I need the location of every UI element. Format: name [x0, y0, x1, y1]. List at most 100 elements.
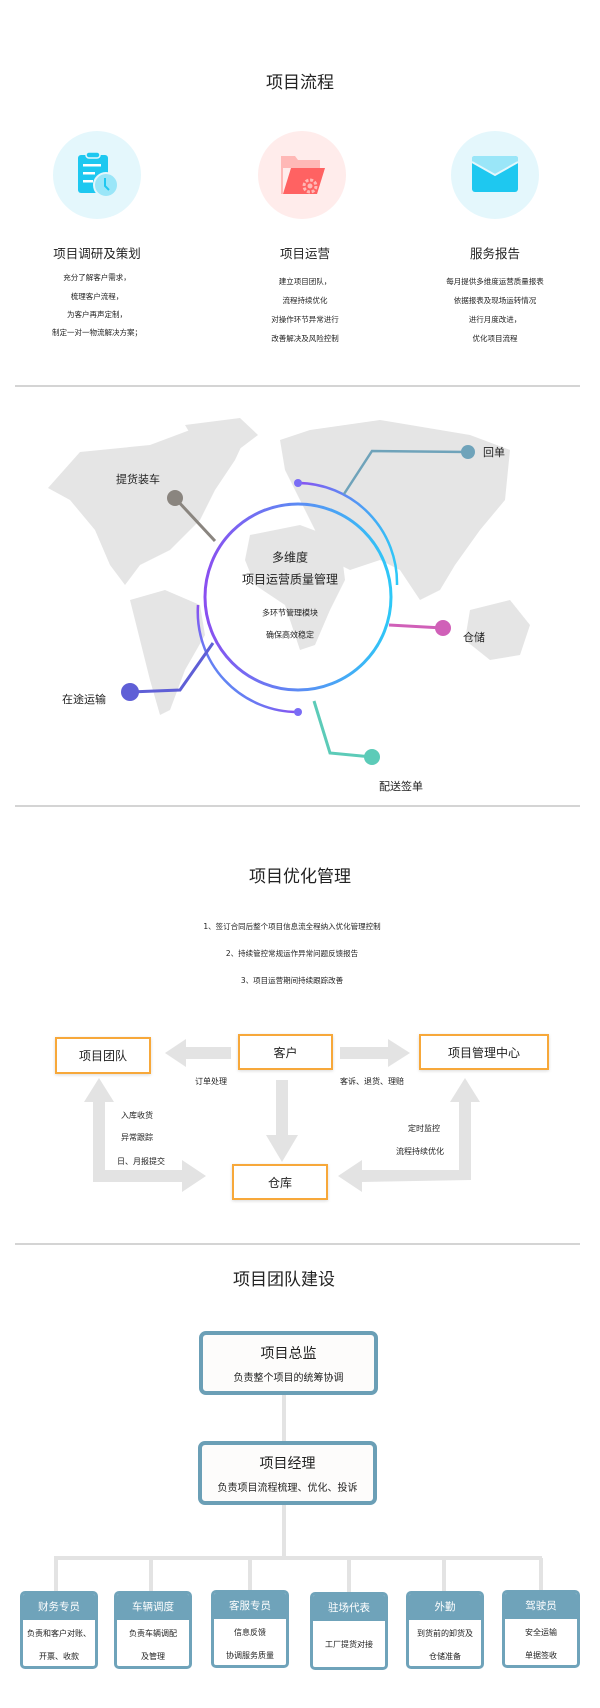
role-title: 客服专员 [214, 1593, 286, 1619]
team-title: 项目团队建设 [233, 1270, 335, 1290]
arc-end-dot [294, 708, 302, 716]
role-card: 驻场代表工厂提货对接 [310, 1592, 388, 1670]
arrow-left-icon [165, 1039, 231, 1067]
arrow-down-icon [266, 1080, 298, 1162]
optimization-item: 2、持续管控常规运作异常问题反馈报告 [225, 949, 359, 958]
role-card: 财务专员负责和客户对账、开票、收款 [20, 1591, 98, 1669]
process-line: 进行月度改进， [468, 315, 522, 324]
manager-desc: 负责项目流程梳理、优化、投诉 [217, 1483, 358, 1494]
role-title: 驻场代表 [313, 1595, 385, 1621]
center-sub: 多环节管理模块 [262, 608, 318, 618]
role-card: 驾驶员安全运输单据签收 [502, 1590, 580, 1668]
optimization-title: 项目优化管理 [249, 867, 351, 887]
node-dot-storage [435, 620, 451, 636]
process-line: 建立项目团队， [278, 277, 332, 286]
section-divider [15, 1243, 580, 1245]
role-card: 车辆调度负责车辆调配及管理 [114, 1591, 192, 1669]
quality-diagram [48, 418, 530, 765]
node-dot-delivery [364, 749, 380, 765]
process-line: 梳理客户流程， [70, 292, 124, 301]
role-line: 安全运输 [525, 1628, 557, 1637]
role-line: 协调服务质量 [226, 1651, 274, 1660]
world-map [48, 418, 530, 715]
process-col-title: 服务报告 [469, 246, 521, 261]
flow-label: 客诉、退货、理赔 [340, 1077, 404, 1086]
process-col-title: 项目运营 [279, 246, 331, 261]
flow-arrows [84, 1039, 480, 1192]
envelope-icon [451, 131, 539, 219]
outer-arc [196, 604, 299, 714]
section-divider [15, 385, 580, 387]
manager-title: 项目经理 [259, 1456, 316, 1472]
folder-gear-icon [258, 131, 346, 219]
arrow-right-icon [340, 1039, 410, 1067]
process-col-title: 项目调研及策划 [53, 246, 141, 261]
role-line: 及管理 [141, 1652, 165, 1661]
node-label: 配送签单 [379, 780, 423, 793]
clipboard-clock-icon [53, 131, 141, 219]
node-line [342, 449, 469, 495]
flow-box-team: 项目团队 [55, 1037, 151, 1074]
role-line: 信息反馈 [234, 1628, 266, 1637]
flow-box-warehouse: 仓库 [232, 1164, 328, 1200]
director-box: 项目总监 负责整个项目的统筹协调 [199, 1331, 378, 1395]
role-line: 负责和客户对账、 [27, 1629, 91, 1638]
node-line [388, 623, 444, 630]
flow-label: 日、月报提交 [117, 1157, 165, 1166]
flow-label: 异常跟踪 [121, 1133, 153, 1142]
director-desc: 负责整个项目的统筹协调 [233, 1373, 344, 1384]
node-line [312, 700, 373, 759]
manager-box: 项目经理 负责项目流程梳理、优化、投诉 [198, 1441, 377, 1505]
role-line: 工厂提货对接 [325, 1640, 373, 1649]
process-line: 制定一对一物流解决方案； [52, 328, 142, 337]
arrow-l-right-icon [338, 1078, 480, 1192]
process-title: 项目流程 [266, 73, 334, 93]
director-title: 项目总监 [260, 1346, 317, 1362]
process-line: 改善解决及风险控制 [271, 334, 339, 343]
center-ring [203, 502, 393, 692]
process-line: 优化项目流程 [472, 334, 518, 343]
node-label: 在途运输 [62, 693, 106, 706]
role-line: 仓储准备 [429, 1652, 461, 1661]
optimization-item: 3、项目运营期间持续跟踪改善 [240, 976, 344, 985]
process-line: 充分了解客户需求， [63, 273, 131, 282]
flow-box-customer: 客户 [238, 1034, 333, 1070]
node-line [129, 642, 215, 694]
role-title: 驾驶员 [505, 1593, 577, 1619]
flow-label: 入库收货 [121, 1111, 153, 1120]
node-label: 回单 [483, 446, 505, 459]
role-line: 单据签收 [525, 1651, 557, 1660]
node-dot-transport [121, 683, 139, 701]
role-line: 到货前的卸货及 [417, 1629, 473, 1638]
center-title: 项目运营质量管理 [241, 572, 339, 587]
section-divider [15, 805, 580, 807]
node-dot-pickup [167, 490, 183, 506]
role-title: 车辆调度 [117, 1594, 189, 1620]
role-card: 客服专员信息反馈协调服务质量 [211, 1590, 289, 1668]
flow-label: 订单处理 [195, 1077, 227, 1086]
role-line: 开票、收款 [39, 1652, 79, 1661]
org-connectors [54, 1390, 543, 1592]
process-line: 依据报表及现场运转情况 [453, 296, 537, 305]
node-label: 仓储 [463, 631, 485, 644]
outer-arc [297, 481, 399, 586]
center-title: 多维度 [271, 550, 309, 565]
center-sub: 确保高效稳定 [266, 630, 314, 640]
node-dot-receipt [461, 445, 475, 459]
arrow-l-left-icon [84, 1078, 206, 1192]
flow-label: 流程持续优化 [396, 1147, 444, 1156]
arc-end-dot [294, 479, 302, 487]
process-line: 对操作环节异常进行 [271, 315, 339, 324]
flow-label: 定时监控 [408, 1124, 440, 1133]
node-line [173, 496, 217, 543]
role-title: 财务专员 [23, 1594, 95, 1620]
role-card: 外勤到货前的卸货及仓储准备 [406, 1591, 484, 1669]
node-label: 提货装车 [116, 473, 160, 486]
role-title: 外勤 [409, 1594, 481, 1620]
flow-box-center: 项目管理中心 [419, 1034, 549, 1070]
process-line: 流程持续优化 [282, 296, 328, 305]
role-line: 负责车辆调配 [129, 1629, 177, 1638]
optimization-item: 1、签订合同后整个项目信息流全程纳入优化管理控制 [203, 922, 381, 931]
process-line: 每月提供多维度运营质量报表 [446, 277, 544, 286]
process-line: 为客户再声定制， [67, 310, 127, 319]
